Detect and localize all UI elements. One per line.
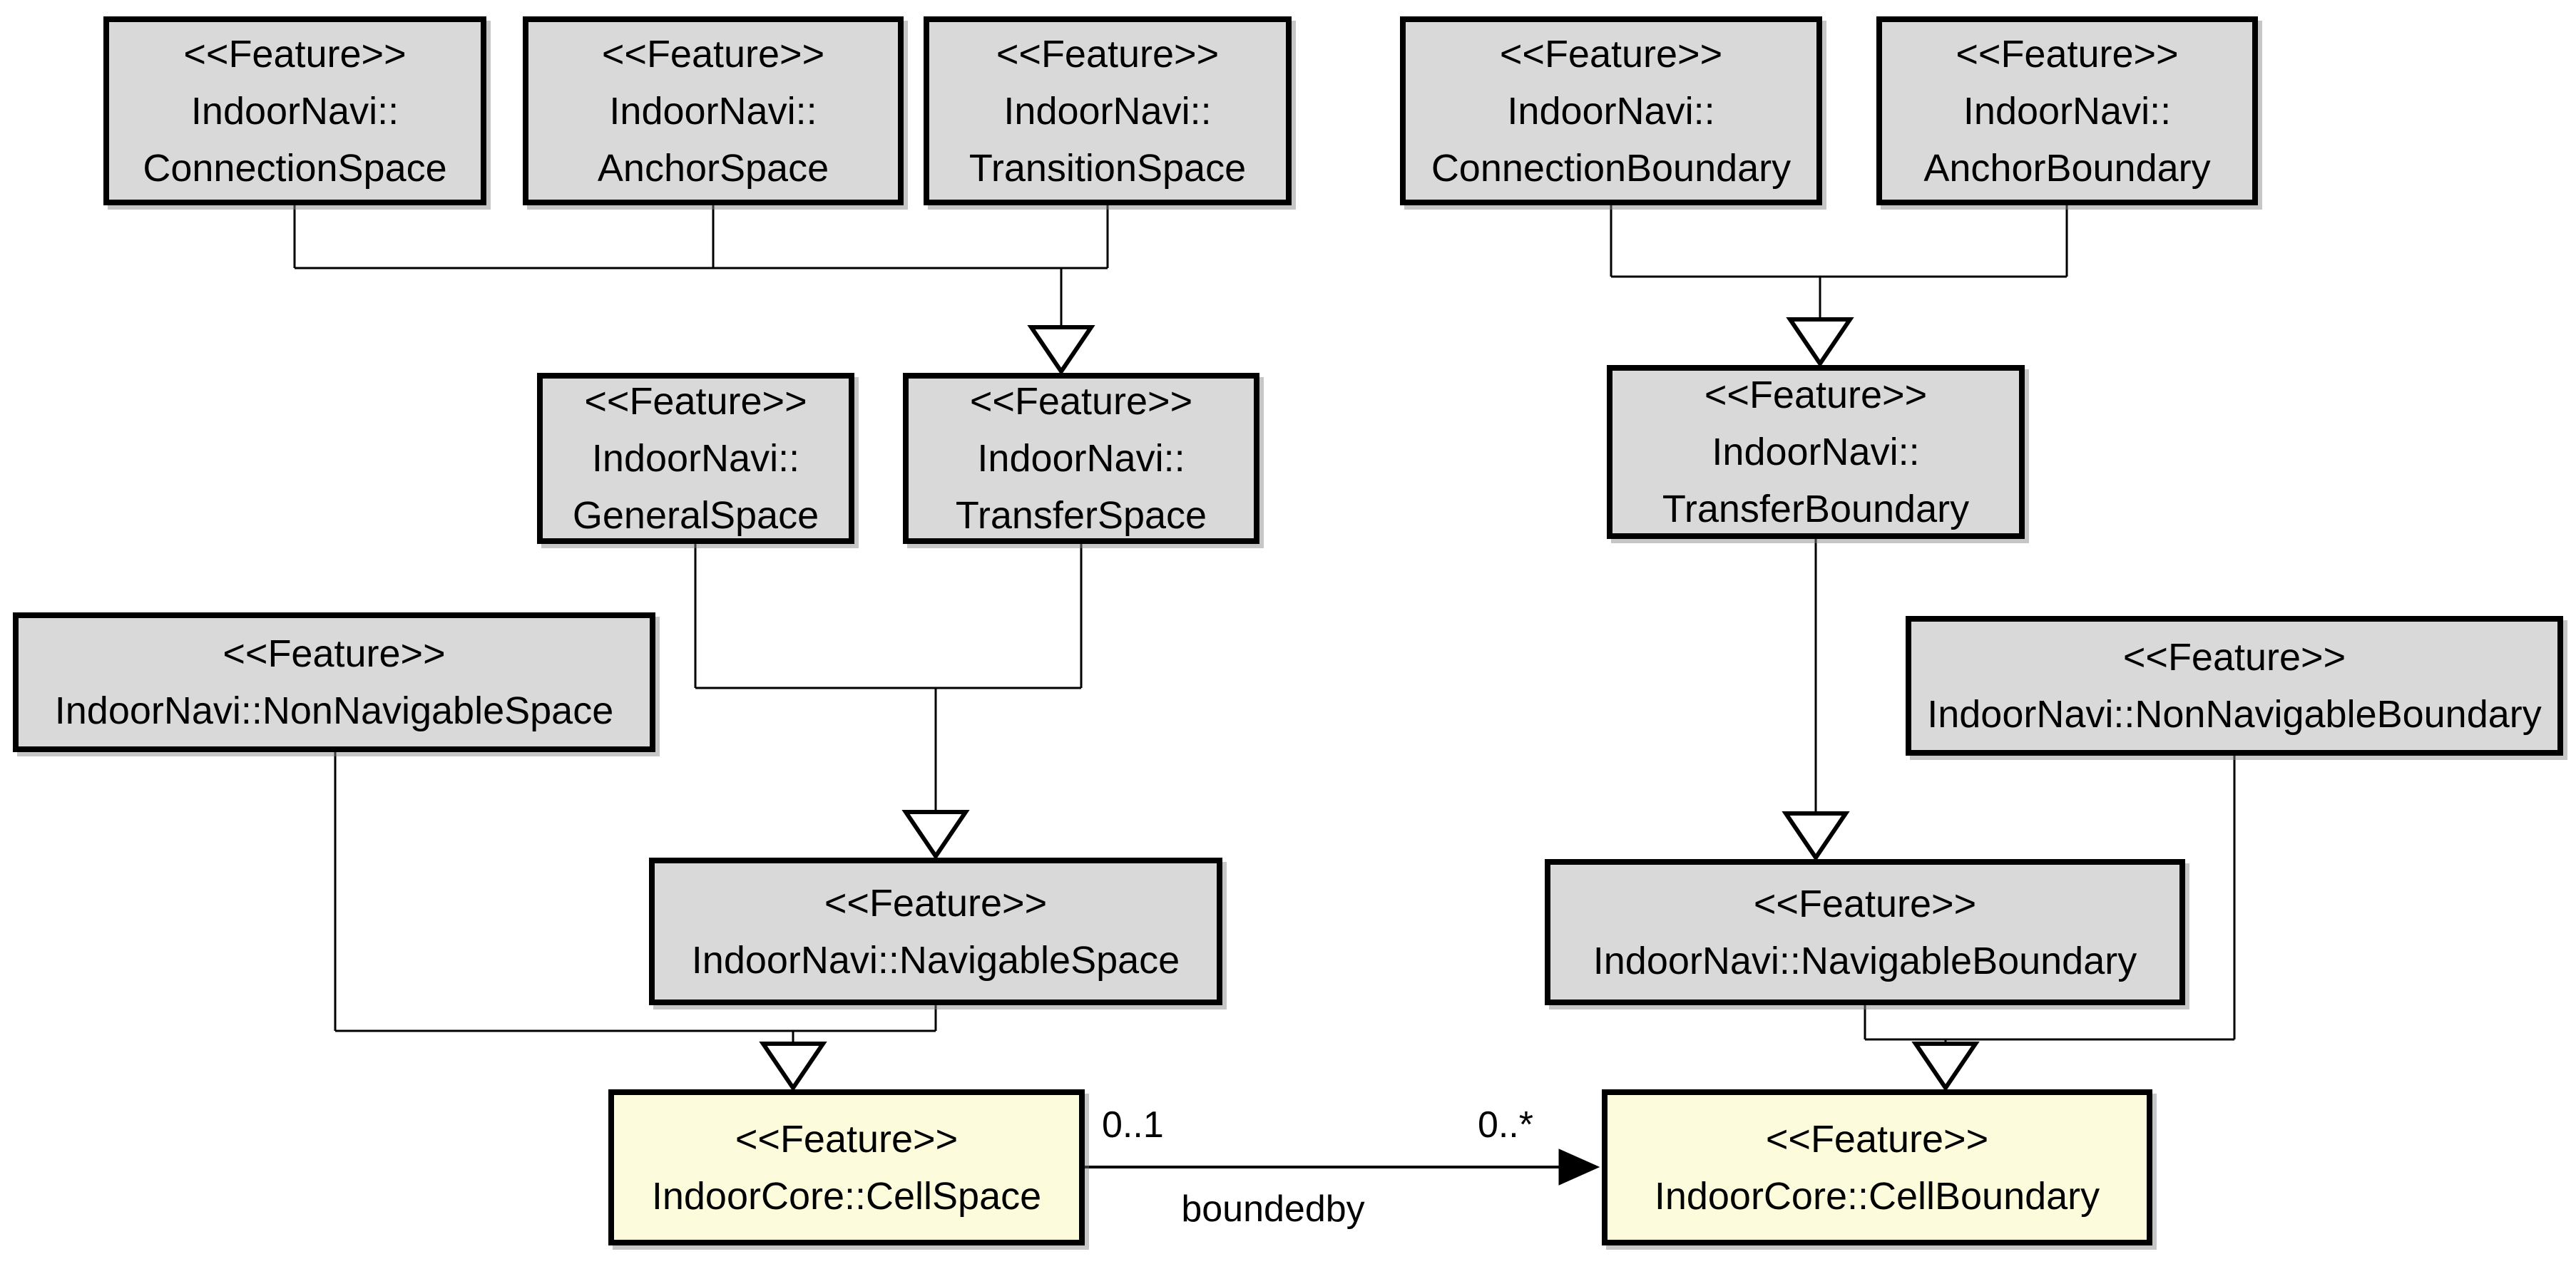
class-name: IndoorCore::CellSpace: [651, 1174, 1042, 1218]
association-name-boundedby: boundedby: [1181, 1188, 1365, 1230]
class-name: IndoorNavi::NonNavigableBoundary: [1927, 693, 2542, 736]
class-name: IndoorNavi::: [1712, 431, 1920, 473]
class-name: IndoorCore::CellBoundary: [1654, 1174, 2100, 1218]
class-box-indoornavi-navigablespace: <<Feature>> IndoorNavi::NavigableSpace: [649, 858, 1222, 1005]
class-name: IndoorNavi::: [609, 89, 817, 133]
generalization-arrow-cellspace: [759, 1042, 827, 1092]
class-box-indoornavi-nonnavigablespace: <<Feature>> IndoorNavi::NonNavigableSpac…: [13, 612, 655, 752]
stereotype-label: <<Feature>>: [183, 32, 407, 76]
class-name: IndoorNavi::: [1963, 89, 2172, 133]
class-name: ConnectionSpace: [143, 146, 447, 190]
stereotype-label: <<Feature>>: [996, 32, 1220, 76]
generalization-line-to-cellboundary: [1864, 756, 2236, 1044]
generalization-line-spaces-to-transferspace: [293, 205, 1109, 327]
generalization-line-to-cellspace: [334, 752, 937, 1044]
generalization-arrow-navigableboundary: [1782, 811, 1850, 862]
generalization-line-boundaries-to-transferboundary: [1610, 205, 2068, 319]
class-box-indoornavi-anchorboundary: <<Feature>> IndoorNavi:: AnchorBoundary: [1876, 16, 2258, 205]
stereotype-label: <<Feature>>: [1956, 32, 2179, 76]
class-name: IndoorNavi::: [591, 437, 800, 480]
generalization-arrow-transferspace: [1027, 325, 1095, 376]
class-name: TransitionSpace: [968, 146, 1247, 190]
stereotype-label: <<Feature>>: [1499, 32, 1723, 76]
stereotype-label: <<Feature>>: [735, 1117, 959, 1161]
stereotype-label: <<Feature>>: [1704, 374, 1928, 416]
generalization-arrow-cellboundary: [1911, 1042, 1980, 1092]
stereotype-label: <<Feature>>: [824, 881, 1048, 925]
class-box-indoornavi-anchorspace: <<Feature>> IndoorNavi:: AnchorSpace: [523, 16, 904, 205]
generalization-arrow-transferboundary: [1786, 317, 1854, 368]
class-name: AnchorSpace: [597, 146, 829, 190]
class-name: TransferBoundary: [1662, 488, 1970, 530]
class-name: IndoorNavi::: [1507, 89, 1715, 133]
stereotype-label: <<Feature>>: [584, 380, 807, 423]
stereotype-label: <<Feature>>: [969, 380, 1193, 423]
multiplicity-cellspace-end: 0..1: [1102, 1104, 1164, 1146]
class-box-indoornavi-connectionspace: <<Feature>> IndoorNavi:: ConnectionSpace: [103, 16, 486, 205]
class-box-indoornavi-transferspace: <<Feature>> IndoorNavi:: TransferSpace: [903, 373, 1259, 544]
class-name: IndoorNavi::NonNavigableSpace: [54, 689, 614, 732]
generalization-arrow-navigablespace: [901, 810, 970, 860]
class-box-indoornavi-transitionspace: <<Feature>> IndoorNavi:: TransitionSpace: [924, 16, 1292, 205]
class-name: IndoorNavi::: [1003, 89, 1212, 133]
stereotype-label: <<Feature>>: [2122, 636, 2346, 679]
class-name: AnchorBoundary: [1923, 146, 2211, 190]
stereotype-label: <<Feature>>: [1753, 882, 1977, 925]
class-box-indoornavi-generalspace: <<Feature>> IndoorNavi:: GeneralSpace: [537, 373, 854, 544]
class-name: IndoorNavi::: [190, 89, 399, 133]
class-name: IndoorNavi::: [977, 437, 1185, 480]
class-name: TransferSpace: [955, 494, 1207, 537]
class-box-indoornavi-navigableboundary: <<Feature>> IndoorNavi::NavigableBoundar…: [1545, 859, 2185, 1005]
class-box-indoornavi-connectionboundary: <<Feature>> IndoorNavi:: ConnectionBound…: [1400, 16, 1822, 205]
association-arrowhead: [1558, 1149, 1600, 1186]
class-name: ConnectionBoundary: [1431, 146, 1792, 190]
class-box-indoornavi-nonnavigableboundary: <<Feature>> IndoorNavi::NonNavigableBoun…: [1906, 616, 2563, 756]
stereotype-label: <<Feature>>: [601, 32, 825, 76]
class-box-indoorcore-cellboundary: <<Feature>> IndoorCore::CellBoundary: [1602, 1089, 2152, 1245]
class-box-indoornavi-transferboundary: <<Feature>> IndoorNavi:: TransferBoundar…: [1607, 365, 2025, 539]
stereotype-label: <<Feature>>: [1765, 1117, 1989, 1161]
class-name: IndoorNavi::NavigableBoundary: [1593, 939, 2137, 982]
class-name: GeneralSpace: [572, 494, 819, 537]
multiplicity-cellboundary-end: 0..*: [1477, 1104, 1533, 1146]
class-name: IndoorNavi::NavigableSpace: [691, 938, 1180, 982]
class-box-indoorcore-cellspace: <<Feature>> IndoorCore::CellSpace: [608, 1089, 1085, 1245]
generalization-line-to-navigablespace: [694, 544, 1083, 812]
stereotype-label: <<Feature>>: [223, 632, 446, 675]
